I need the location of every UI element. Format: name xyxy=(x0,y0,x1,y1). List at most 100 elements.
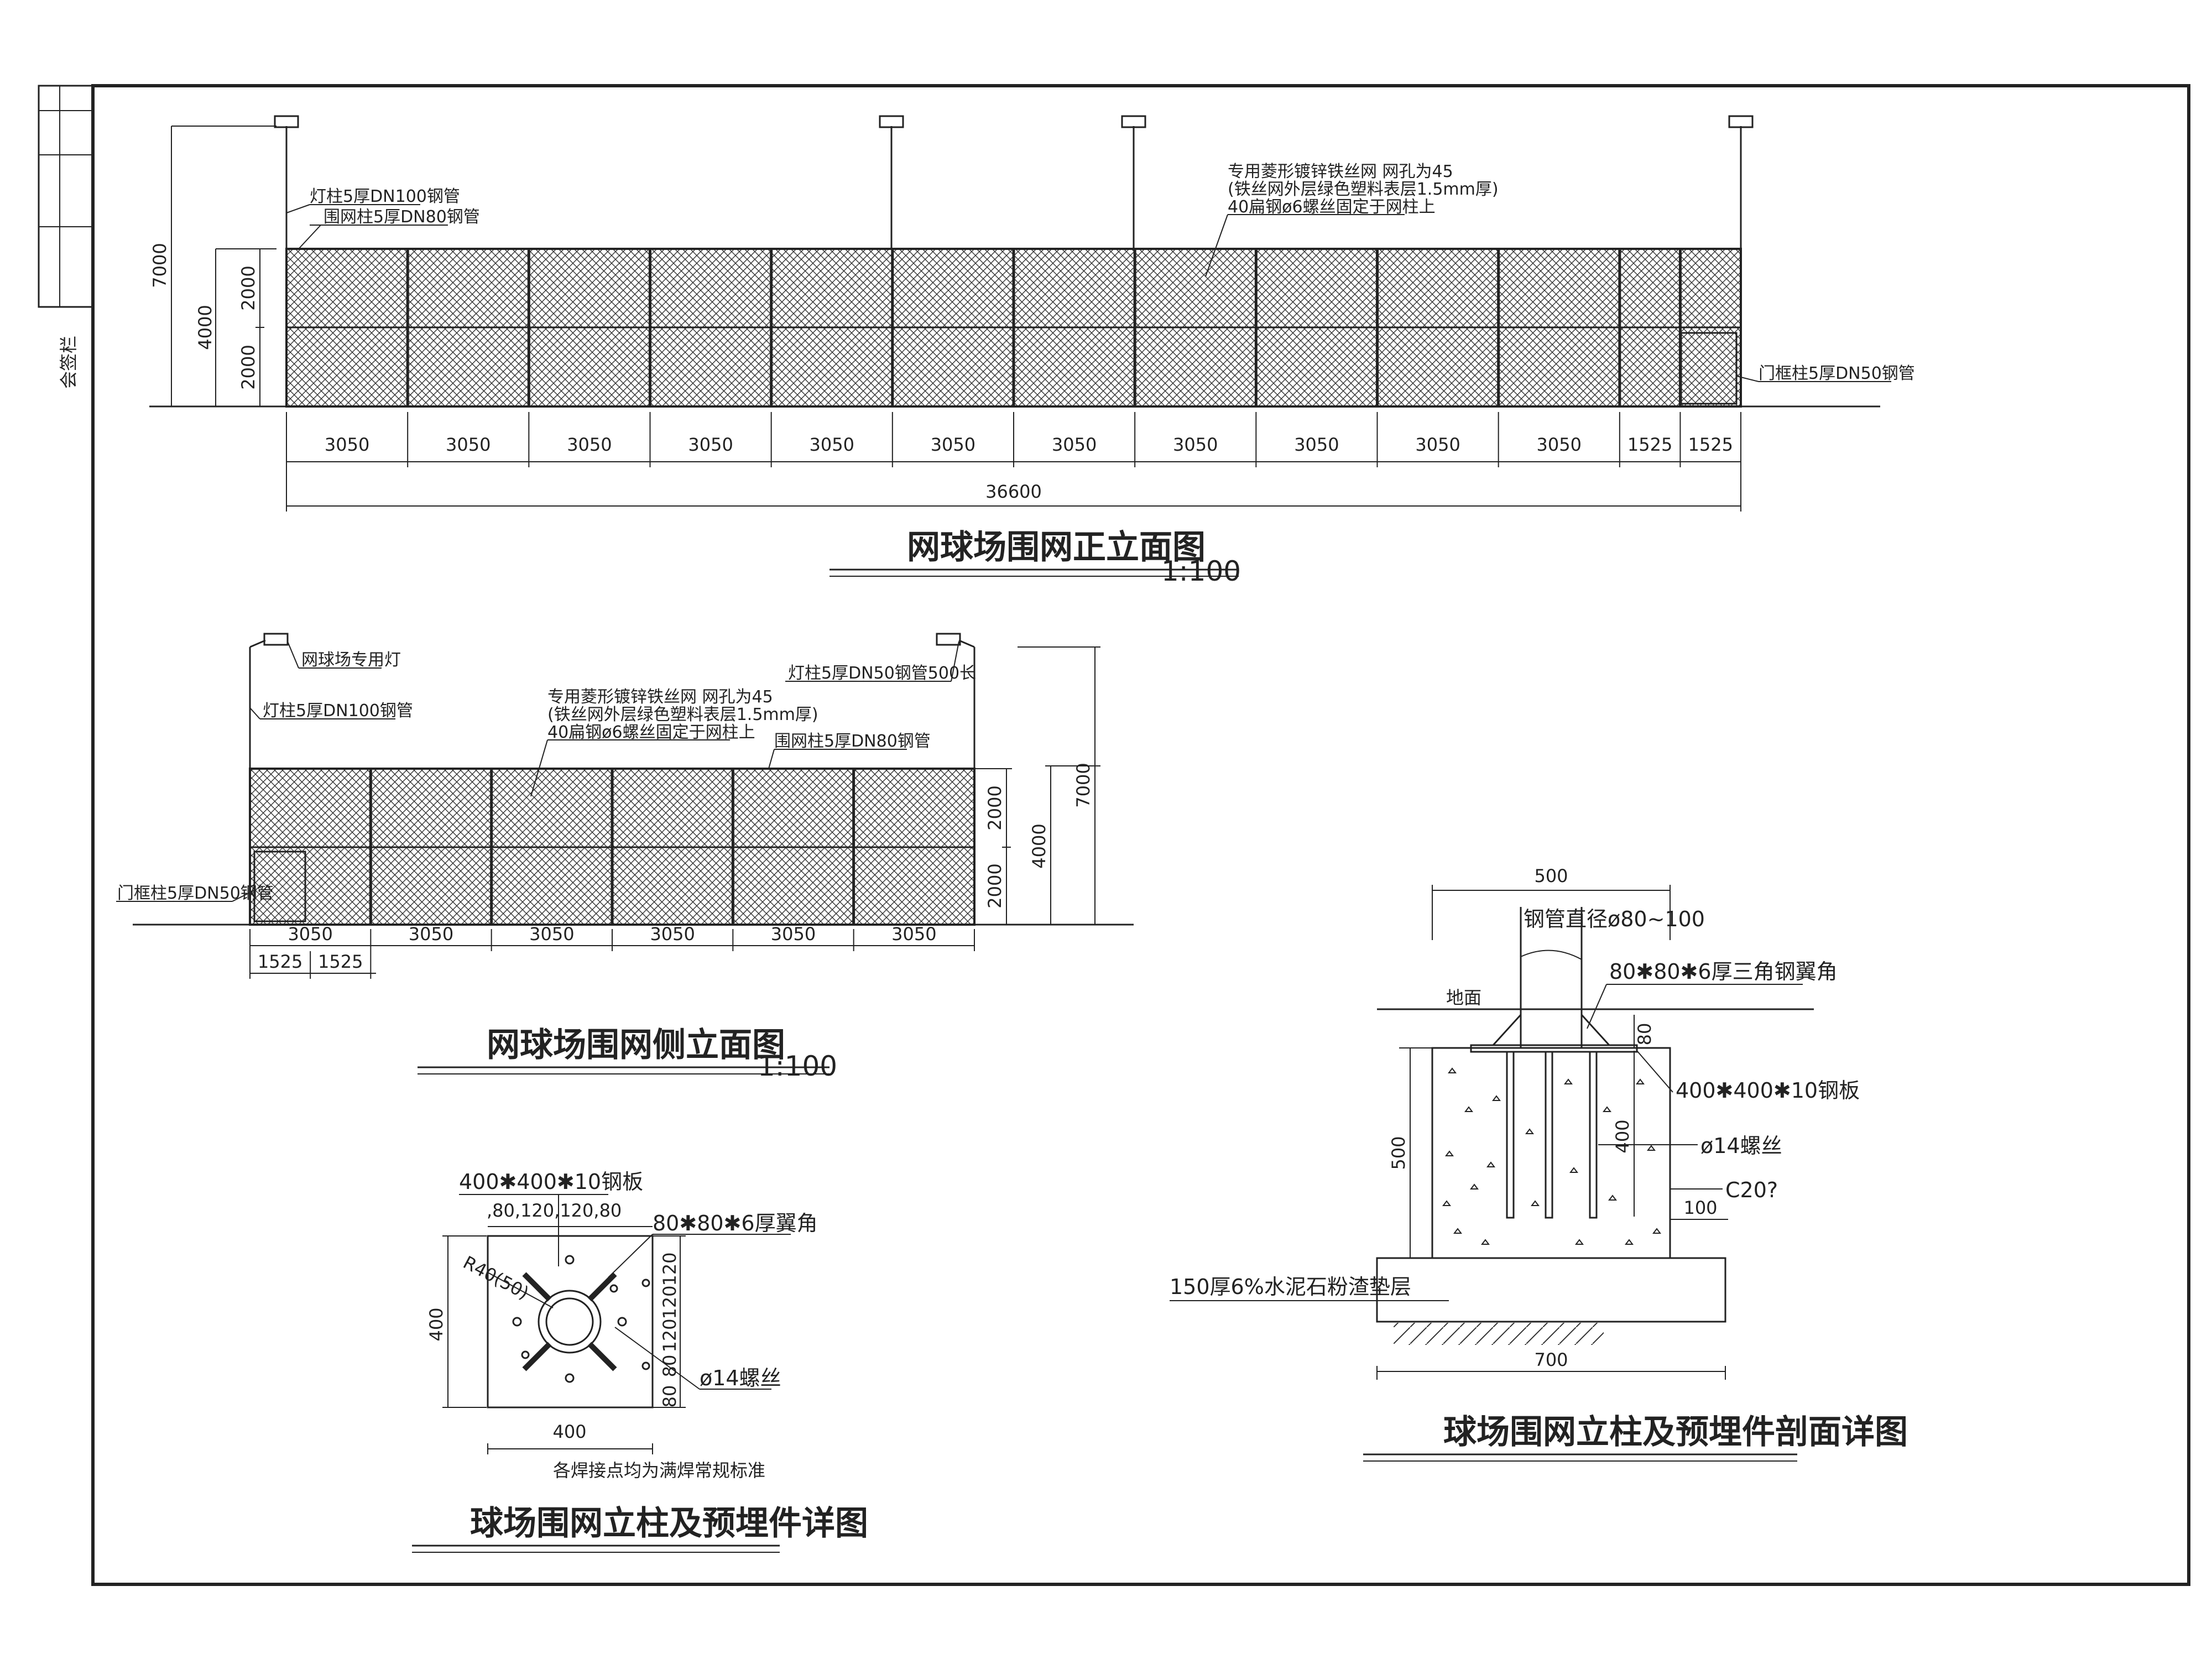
side-mesh-label-1: 专用菱形镀锌铁丝网 网孔为45 xyxy=(547,687,773,707)
front-bay-dim: 3050 xyxy=(688,434,733,455)
side-door-post-label: 门框柱5厚DN50钢管 xyxy=(117,884,274,903)
front-bay-dim: 3050 xyxy=(1294,434,1339,455)
side-bay-dim: 3050 xyxy=(650,924,695,945)
plate-spacing-label: ,80,120,120,80 xyxy=(487,1200,622,1221)
concrete-aggregate xyxy=(1442,1200,1451,1206)
side-dim-4000: 4000 xyxy=(1029,823,1050,868)
side-dim-2000-lower: 2000 xyxy=(984,863,1005,908)
sign-label: 会签栏 xyxy=(58,336,79,389)
plate-right-dim: 120 xyxy=(659,1318,680,1352)
front-bay-dim: 1525 xyxy=(1627,434,1672,455)
section-dim-height: 500 xyxy=(1388,1136,1409,1170)
section-dim-100: 100 xyxy=(1683,1197,1717,1218)
concrete-aggregate xyxy=(1525,1128,1534,1134)
front-dim-4000: 4000 xyxy=(195,305,216,349)
section-dim-top: 500 xyxy=(1534,865,1568,886)
front-door-post-label: 门框柱5厚DN50钢管 xyxy=(1759,364,1915,383)
plate-size-label: 400✱400✱10钢板 xyxy=(459,1170,643,1194)
concrete-aggregate xyxy=(1652,1228,1661,1234)
concrete-aggregate xyxy=(1492,1095,1501,1101)
section-dim-bottom: 700 xyxy=(1534,1349,1568,1370)
plate-stiffeners xyxy=(522,1272,617,1371)
front-dim-2000-upper: 2000 xyxy=(238,265,259,310)
front-door-frame xyxy=(1680,332,1738,405)
side-fence-post-label: 围网柱5厚DN80钢管 xyxy=(774,732,931,751)
section-bolt-label: ø14螺丝 xyxy=(1700,1134,1782,1158)
plate-dim-width: 400 xyxy=(552,1421,586,1442)
front-bay-dim: 3050 xyxy=(1052,434,1097,455)
front-dim-2000-lower: 2000 xyxy=(238,345,259,389)
side-court-light-label: 网球场专用灯 xyxy=(301,650,401,670)
plate-outline xyxy=(487,1235,654,1408)
sign-block: 会签栏 xyxy=(38,85,94,389)
front-dim-total: 36600 xyxy=(985,481,1042,502)
side-vertical-dims: 2000 2000 4000 7000 xyxy=(974,646,1100,925)
section-plate xyxy=(1470,1044,1638,1053)
front-bay-dim: 3050 xyxy=(567,434,612,455)
section-plate-label: 400✱400✱10钢板 xyxy=(1676,1078,1860,1103)
plate-title: 球场围网立柱及预埋件详图 xyxy=(470,1504,868,1543)
front-bay-dim: 3050 xyxy=(325,434,369,455)
front-bay-dim: 3050 xyxy=(810,434,854,455)
plate-weld-note: 各焊接点均为满焊常规标准 xyxy=(553,1460,765,1481)
section-pipe-label: 钢管直径ø80~100 xyxy=(1524,907,1705,931)
concrete-aggregate xyxy=(1464,1106,1473,1112)
side-light-arm-label: 灯柱5厚DN50钢管500长 xyxy=(788,664,976,683)
side-elevation: 2000 2000 4000 7000 3050 3050 3050 3050 3050… xyxy=(116,633,1134,1082)
concrete-aggregate xyxy=(1575,1239,1584,1245)
plate-right-dim: 120 xyxy=(659,1285,680,1319)
concrete-aggregate xyxy=(1448,1067,1457,1073)
front-fence-post-label: 围网柱5厚DN80钢管 xyxy=(324,207,480,227)
plate-radius-label: R40(50) xyxy=(460,1252,532,1304)
side-light-pole-label: 灯柱5厚DN100钢管 xyxy=(263,701,413,721)
pipe-outer xyxy=(538,1290,602,1354)
concrete-aggregate xyxy=(1453,1228,1462,1234)
front-bay-dim: 1525 xyxy=(1688,434,1733,455)
side-bay-dim: 3050 xyxy=(288,924,332,945)
side-bay-dim: 3050 xyxy=(409,924,453,945)
plate-dim-height: 400 xyxy=(426,1307,447,1341)
side-dim-7000: 7000 xyxy=(1073,763,1094,807)
concrete-aggregate xyxy=(1636,1078,1645,1084)
front-mesh-label-1: 专用菱形镀锌铁丝网 网孔为45 xyxy=(1228,162,1453,181)
side-mesh-label-3: 40扁钢ø6螺丝固定于网柱上 xyxy=(547,723,755,742)
plate-right-dim: 120 xyxy=(659,1252,680,1286)
side-dim-2000-upper: 2000 xyxy=(984,785,1005,830)
section-angle-label: 80✱80✱6厚三角钢翼角 xyxy=(1609,959,1838,984)
side-door-dim: 1525 xyxy=(318,951,363,972)
side-bay-dim: 3050 xyxy=(529,924,574,945)
concrete-aggregate xyxy=(1445,1150,1454,1156)
front-bay-dim: 3050 xyxy=(1415,434,1460,455)
front-dim-7000: 7000 xyxy=(149,243,170,288)
section-bolts xyxy=(1506,1051,1598,1219)
front-title: 网球场围网正立面图 xyxy=(907,528,1206,567)
pipe-inner xyxy=(545,1297,594,1346)
front-scale: 1:100 xyxy=(1161,555,1241,587)
front-bay-dim: 3050 xyxy=(931,434,975,455)
concrete-aggregate xyxy=(1603,1106,1611,1112)
front-bay-dim: 3050 xyxy=(1537,434,1582,455)
plate-right-dim: 80 xyxy=(659,1385,680,1408)
section-title: 球场围网立柱及预埋件剖面详图 xyxy=(1443,1413,1908,1452)
front-elevation: 7000 4000 2000 2000 3050 3050 3050 3050 3050… xyxy=(149,115,1915,587)
concrete-aggregate xyxy=(1625,1239,1634,1245)
concrete-aggregate xyxy=(1470,1183,1479,1190)
section-dim-400: 400 xyxy=(1612,1119,1633,1153)
side-title: 网球场围网侧立面图 xyxy=(487,1026,785,1065)
concrete-aggregate xyxy=(1569,1167,1578,1173)
concrete-aggregate xyxy=(1564,1078,1573,1084)
side-bay-dim: 3050 xyxy=(891,924,936,945)
front-vertical-dims: 7000 4000 2000 2000 xyxy=(149,126,276,406)
front-bay-dim: 3050 xyxy=(446,434,491,455)
front-mesh-label-2: (铁丝网外层绿色塑料表层1.5mm厚) xyxy=(1228,180,1499,199)
front-bay-dim: 3050 xyxy=(1173,434,1218,455)
concrete-aggregate xyxy=(1647,1145,1656,1151)
section-dim-80: 80 xyxy=(1634,1023,1655,1046)
front-light-pole-label: 灯柱5厚DN100钢管 xyxy=(310,187,460,206)
side-scale: 1:100 xyxy=(758,1050,837,1082)
concrete-aggregate xyxy=(1531,1200,1540,1206)
cushion-layer xyxy=(1376,1257,1726,1323)
plate-bolt-label: ø14螺丝 xyxy=(700,1366,781,1390)
